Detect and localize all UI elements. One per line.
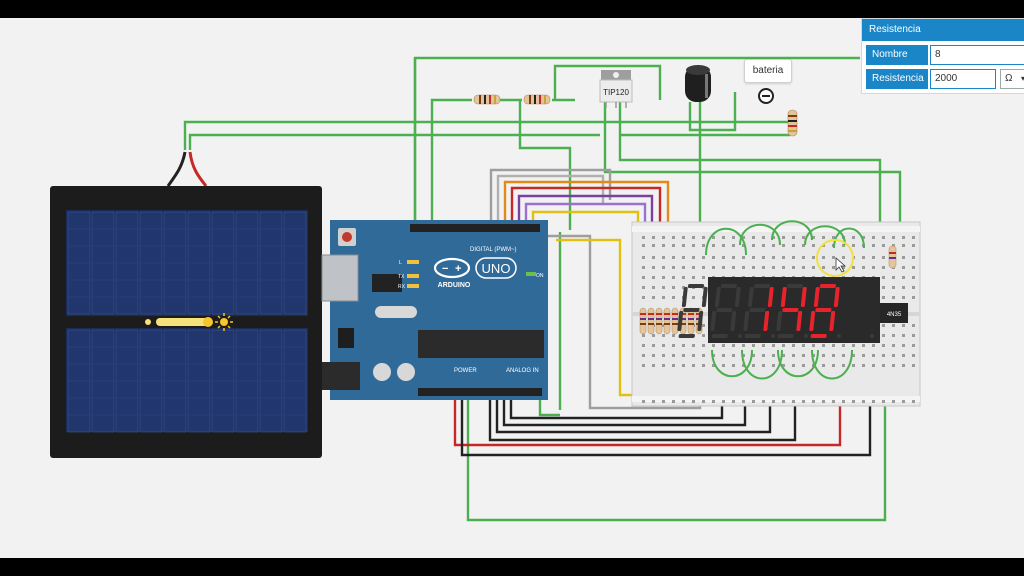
display-digit [809,284,874,338]
resistor-array[interactable] [639,245,897,335]
svg-text:+: + [455,263,461,275]
resistance-label: Resistencia [866,69,928,89]
arduino-on-label: ON [536,273,544,279]
breadboard-resistor[interactable] [639,307,647,335]
breadboard-resistor-right[interactable] [888,245,897,269]
resistor-1[interactable] [473,94,501,105]
letterbox-bottom [0,558,1024,576]
display-digit [710,284,775,338]
transistor-tip120[interactable]: TIP120 [599,70,633,108]
optocoupler-label: 4N35 [887,312,902,318]
breadboard-resistor[interactable] [655,307,663,335]
display-digit [776,284,841,338]
optocoupler-4n35[interactable]: 4N35 [880,303,908,323]
properties-panel: Resistencia Nombre 8 Resistencia 2000 Ω … [861,18,1024,94]
arduino-uno[interactable]: − + UNO ARDUINO DIGITAL (PWM~) POWER ANA… [321,220,548,400]
battery-tooltip: bateria [744,59,792,83]
resistor-2[interactable] [523,94,551,105]
arduino-tx-label: TX [398,274,405,280]
svg-text:−: − [442,263,448,275]
breadboard-resistor[interactable] [663,307,671,335]
arduino-led-label: L [399,260,402,266]
arduino-brand-label: ARDUINO [438,282,471,289]
unit-value: Ω [1005,73,1013,84]
capacitor[interactable] [685,65,711,102]
name-label: Nombre [866,45,928,65]
solar-cells [67,211,307,433]
seven-segment-display[interactable] [677,277,880,343]
resistance-field[interactable]: 2000 [930,69,996,89]
name-field[interactable]: 8 [930,45,1024,65]
letterbox-top [0,0,1024,18]
chevron-down-icon: ▾ [1021,74,1024,83]
panel-title: Resistencia [862,19,1024,41]
arduino-rx-label: RX [398,284,406,290]
breadboard-resistor[interactable] [647,307,655,335]
arduino-model-label: UNO [482,261,511,276]
breadboard-resistor[interactable] [671,307,679,335]
display-digit [677,284,742,338]
display-digit [743,284,808,338]
transistor-label: TIP120 [603,88,629,97]
arduino-analog-label: ANALOG IN [506,368,539,374]
selection-ring [816,239,854,277]
unit-select[interactable]: Ω ▾ [1000,69,1024,89]
resistor-3[interactable] [787,109,798,137]
name-row: Nombre 8 [866,45,1024,65]
sun-icon[interactable] [215,313,233,331]
solar-panel[interactable] [50,151,322,458]
arduino-digital-label: DIGITAL (PWM~) [470,247,517,253]
arduino-power-label: POWER [454,368,477,374]
resistance-row: Resistencia 2000 Ω ▾ [866,69,1024,89]
cursor-icon [835,257,847,273]
battery-negative-terminal[interactable] [758,88,774,104]
